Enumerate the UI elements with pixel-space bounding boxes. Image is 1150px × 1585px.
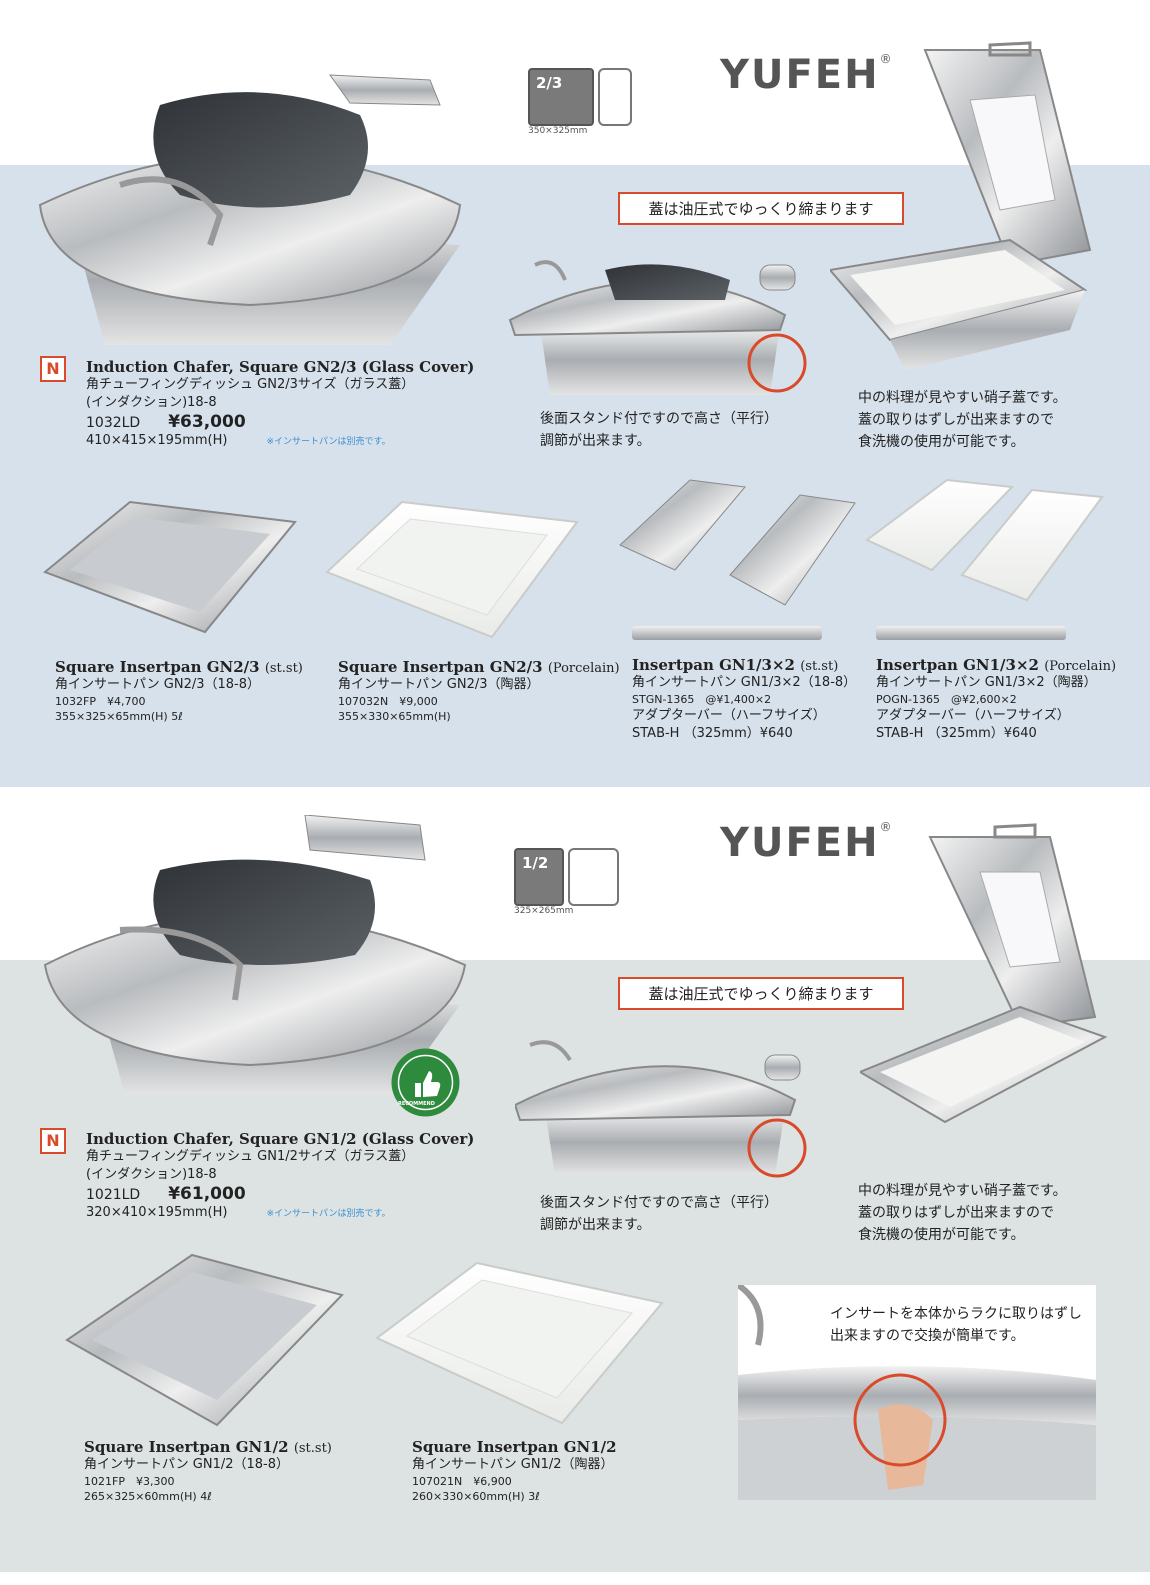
- main-product-info: Induction Chafer, Square GN1/2 (Glass Co…: [86, 1130, 474, 1223]
- insertpan-gn13x2-porcelain-image: [862, 475, 1107, 605]
- chafer-side-image: [505, 245, 815, 405]
- chafer-open-image: [830, 40, 1110, 380]
- gn-label: 2/3: [528, 68, 594, 126]
- gn-remaining: [568, 848, 619, 906]
- glass-cover-note: 中の料理が見やすい硝子蓋です。 蓋の取りはずしが出来ますので 食洗機の使用が可能…: [858, 1183, 1067, 1243]
- insert-removal-note: インサートを本体からラクに取りはずし 出来ますので交換が簡単です。: [830, 1306, 1082, 1344]
- gn-dimension: 350×325mm: [528, 126, 588, 136]
- hydraulic-lid-callout: 蓋は油圧式でゆっくり締まります: [618, 977, 904, 1010]
- main-product-material: (インダクション)18-8: [86, 395, 217, 410]
- stand-note: 後面スタンド付ですので高さ（平行） 調節が出来ます。: [540, 411, 778, 449]
- gn-dimension: 325×265mm: [514, 906, 574, 916]
- main-product-jp-name: 角チューフィングディッシュ GN2/3サイズ（ガラス蓋）: [86, 377, 415, 392]
- glass-cover-note: 中の料理が見やすい硝子蓋です。 蓋の取りはずしが出来ますので 食洗機の使用が可能…: [858, 390, 1067, 450]
- product-gn13x2-steel: Insertpan GN1/3×2 (st.st) 角インサートパン GN1/3…: [632, 656, 857, 741]
- brand-logo: YUFEH®: [720, 52, 894, 98]
- brand-logo: YUFEH®: [720, 820, 894, 866]
- gn-remaining: [598, 68, 632, 126]
- insert-removal-photo: インサートを本体からラクに取りはずし 出来ますので交換が簡単です。: [738, 1285, 1096, 1500]
- chafer-gn12-image: [40, 815, 470, 1095]
- product-gn13x2-porcelain: Insertpan GN1/3×2 (Porcelain) 角インサートパン G…: [876, 656, 1117, 741]
- main-product-size: 410×415×195mm(H) ※インサートパンは別売です。: [86, 433, 391, 448]
- gn-size-indicator: 2/3 350×325mm: [528, 68, 635, 136]
- main-product-title: Induction Chafer, Square GN1/2 (Glass Co…: [86, 1130, 475, 1148]
- insertpan-gn23-porcelain-image: [322, 497, 582, 642]
- insertpan-gn12-porcelain-image: [372, 1258, 667, 1428]
- insertpan-gn13x2-steel-image: [615, 475, 860, 610]
- hydraulic-lid-callout: 蓋は油圧式でゆっくり締まります: [618, 192, 904, 225]
- main-product-price-line: 1032LD ¥63,000: [86, 412, 246, 432]
- recommend-badge: RECOMMEND: [388, 1045, 463, 1120]
- adapter-bar-image: [876, 626, 1066, 640]
- stand-note: 後面スタンド付ですので高さ（平行） 調節が出来ます。: [540, 1195, 778, 1233]
- gn-label: 1/2: [514, 848, 564, 906]
- adapter-bar-image: [632, 626, 822, 640]
- chafer-open-image: [860, 822, 1110, 1142]
- product-gn23-porcelain: Square Insertpan GN2/3 (Porcelain) 角インサー…: [338, 658, 620, 723]
- product-gn12-porcelain: Square Insertpan GN1/2 角インサートパン GN1/2（陶器…: [412, 1438, 617, 1503]
- chafer-gn23-image: [30, 45, 470, 345]
- insertpan-gn12-steel-image: [62, 1250, 347, 1430]
- insertpan-gn23-steel-image: [40, 492, 300, 642]
- main-product-material: (インダクション)18-8: [86, 1167, 217, 1182]
- main-product-size: 320×410×195mm(H) ※インサートパンは別売です。: [86, 1205, 391, 1220]
- main-product-info: Induction Chafer, Square GN2/3 (Glass Co…: [86, 358, 474, 451]
- main-product-title: Induction Chafer, Square GN2/3 (Glass Co…: [86, 358, 475, 376]
- main-product-jp-name: 角チューフィングディッシュ GN1/2サイズ（ガラス蓋）: [86, 1149, 415, 1164]
- new-badge: N: [40, 356, 66, 382]
- product-gn12-steel: Square Insertpan GN1/2 (st.st) 角インサートパン …: [84, 1438, 332, 1503]
- new-badge: N: [40, 1128, 66, 1154]
- gn-size-indicator: 1/2 325×265mm: [514, 848, 621, 916]
- chafer-side-image: [515, 1030, 815, 1185]
- product-gn23-steel: Square Insertpan GN2/3 (st.st) 角インサートパン …: [55, 658, 303, 723]
- main-product-price-line: 1021LD ¥61,000: [86, 1184, 246, 1204]
